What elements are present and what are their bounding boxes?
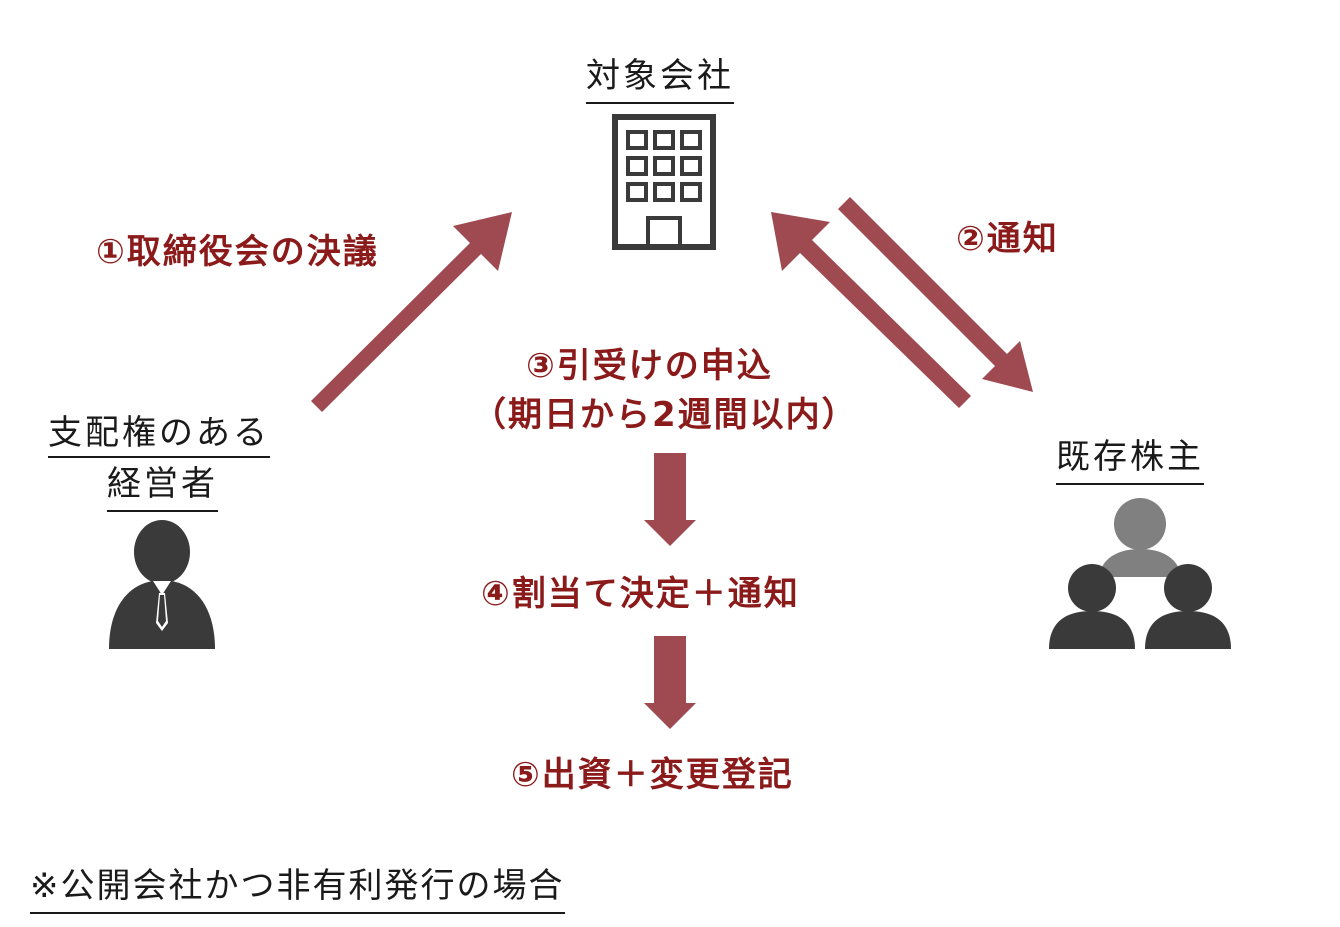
arrow-down-allotment — [644, 453, 696, 546]
step5-label: ⑤出資＋変更登記 — [511, 755, 794, 795]
shareholders-label: 既存株主 — [1056, 437, 1204, 485]
step4-label: ④割当て決定＋通知 — [481, 574, 800, 614]
step2-label: ②通知 — [956, 219, 1059, 259]
arrow-resolution — [311, 212, 512, 412]
step3-label: ③引受けの申込 — [526, 346, 773, 386]
arrow-notice — [838, 197, 1033, 392]
businessman-icon — [109, 520, 215, 649]
arrow-down-contribution — [644, 636, 696, 729]
manager-label-line2: 経営者 — [107, 464, 218, 512]
step1-label: ①取締役会の決議 — [96, 232, 379, 272]
building-icon — [612, 114, 716, 250]
footnote: ※公開会社かつ非有利発行の場合 — [30, 866, 565, 914]
group-icon — [1049, 498, 1231, 649]
arrow-application — [771, 212, 971, 408]
manager-label-line1: 支配権のある — [48, 413, 270, 458]
company-label: 対象会社 — [586, 56, 734, 104]
step3-sublabel: （期日から2週間以内） — [472, 395, 858, 435]
